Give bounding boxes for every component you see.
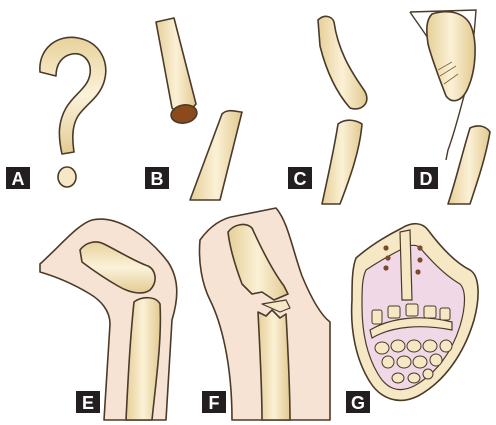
upper-bone-angled	[318, 16, 367, 109]
question-mark-bone	[40, 37, 106, 154]
lower-bone-angled	[322, 120, 362, 204]
panel-g	[352, 224, 478, 401]
label-a: A	[6, 167, 30, 189]
label-d-text: D	[420, 169, 433, 189]
label-c-text: C	[294, 169, 307, 189]
label-a-text: A	[12, 169, 25, 189]
question-mark-dot	[58, 167, 76, 187]
label-g: G	[346, 391, 370, 413]
label-g-text: G	[351, 393, 365, 413]
upper-bone-stump	[156, 18, 196, 111]
panel-e	[40, 219, 177, 420]
lower-bone-segment	[190, 111, 242, 200]
label-b: B	[145, 167, 169, 189]
lower-bone-f	[258, 310, 290, 420]
label-f-text: F	[209, 393, 220, 413]
label-d: D	[414, 167, 438, 189]
label-f: F	[202, 391, 226, 413]
panel-f	[199, 208, 330, 420]
label-e-text: E	[82, 393, 94, 413]
label-c: C	[288, 167, 312, 189]
label-e: E	[76, 391, 100, 413]
label-b-text: B	[151, 169, 164, 189]
panel-a	[40, 37, 106, 187]
panel-c	[318, 16, 367, 204]
upper-bone-flared	[427, 12, 475, 101]
central-rod-g	[400, 230, 412, 300]
lower-bone-d	[448, 126, 490, 204]
